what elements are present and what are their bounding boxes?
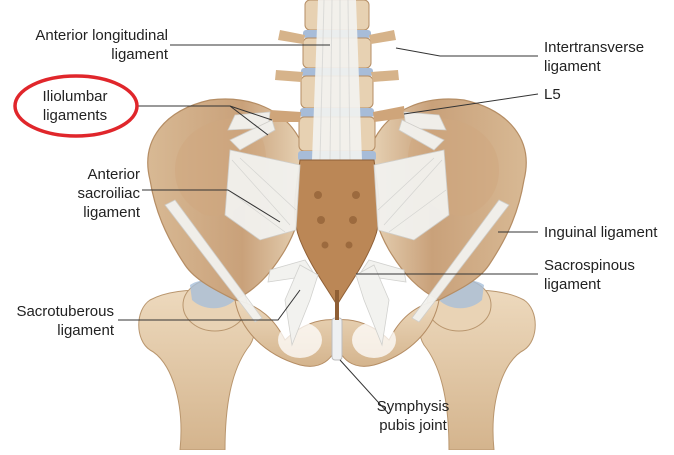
ligament-striations [227,157,447,233]
highlight-circle [13,74,139,138]
label-intertransverse-ligament: Intertransverse ligament [544,39,645,75]
leader-l5 [403,93,539,115]
label-inguinal-ligament: Inguinal ligament [544,224,658,241]
leader-sacrotuberous [118,289,301,321]
lumbar-spine [270,0,405,161]
sacrum [294,159,380,320]
label-anterior-sacroiliac-ligament: Anterior sacroiliac ligament [77,166,140,221]
label-iliolumbar-ligaments: Iliolumbar ligaments [42,88,108,124]
symphysis-disc [331,317,343,361]
leader-anterior-sacroiliac [142,189,281,223]
leader-intertransverse [395,47,538,57]
label-anterior-longitudinal-ligament: Anterior longitudinal ligament [35,27,168,63]
label-sacrotuberous-ligament: Sacrotuberous ligament [16,303,114,339]
label-symphysis-pubis-joint: Symphysis pubis joint [376,398,450,434]
ligaments [164,111,510,347]
leader-iliolumbar-2 [229,105,269,136]
leader-symphysis [339,359,389,414]
label-l5: L5 [544,86,561,103]
label-sacrospinous-ligament: Sacrospinous ligament [544,257,635,293]
leader-lines [118,44,539,414]
